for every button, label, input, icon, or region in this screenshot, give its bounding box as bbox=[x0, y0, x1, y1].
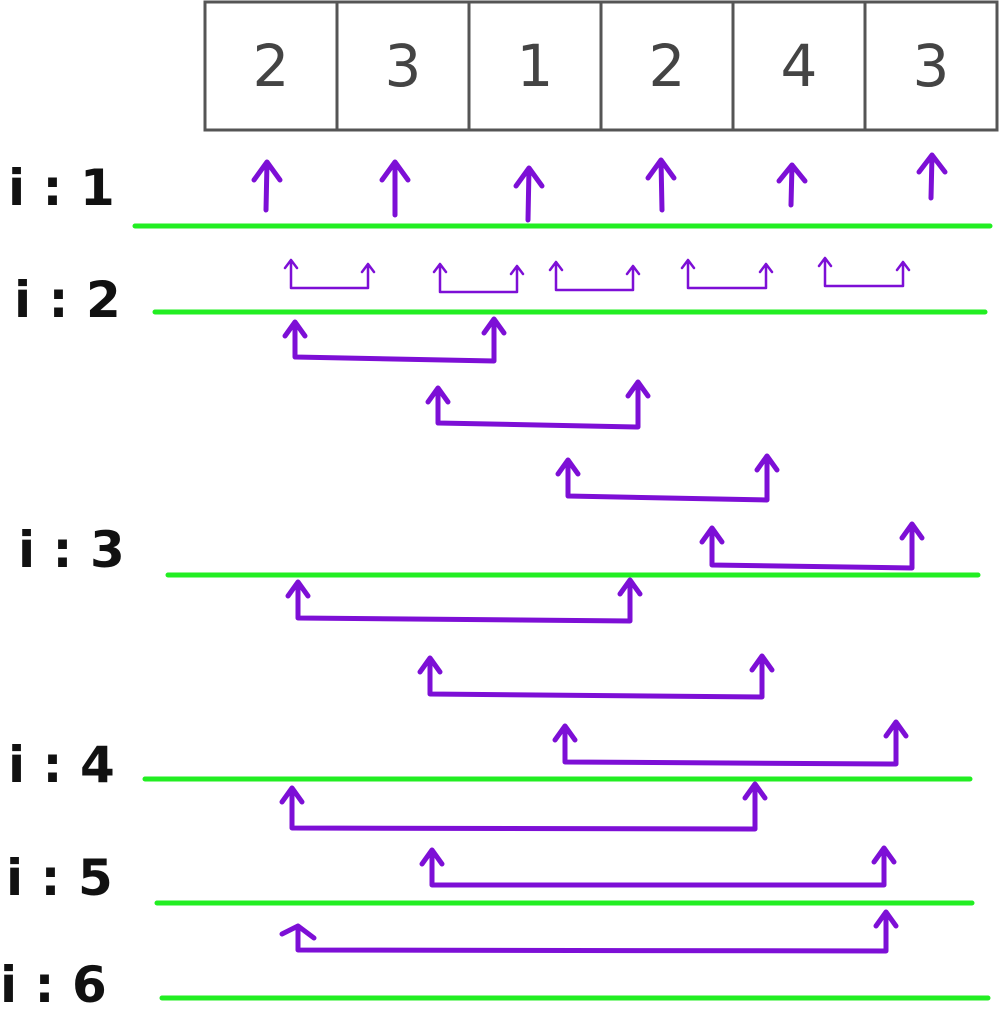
level-2-brackets bbox=[282, 316, 925, 571]
bracket-arrow-icon bbox=[699, 521, 925, 571]
row-label-i-3: i : 3 bbox=[18, 521, 125, 579]
up-arrow-icon bbox=[645, 157, 677, 213]
up-arrow-icon bbox=[379, 159, 411, 218]
array-cell-value: 2 bbox=[649, 32, 686, 100]
array-cell-value: 1 bbox=[517, 32, 554, 100]
array-cell: 3 bbox=[335, 0, 471, 132]
array-cell-value: 3 bbox=[385, 32, 422, 100]
level-1-arrows bbox=[251, 152, 948, 223]
bracket-arrow-icon bbox=[555, 453, 780, 503]
up-arrow-icon bbox=[513, 165, 545, 223]
bracket-arrow-icon bbox=[279, 781, 768, 832]
row-label-i-4: i : 4 bbox=[8, 736, 115, 794]
bracket-arrow-icon bbox=[419, 845, 897, 888]
bracket-arrow-icon bbox=[552, 719, 909, 767]
level-3-brackets bbox=[285, 577, 909, 767]
array-cell: 1 bbox=[467, 0, 603, 132]
row-label-i-2: i : 2 bbox=[14, 271, 121, 329]
array-cell: 3 bbox=[863, 0, 999, 132]
bracket-arrow-icon bbox=[283, 258, 376, 290]
level-5-brackets bbox=[279, 909, 899, 954]
up-arrow-icon bbox=[916, 152, 948, 201]
array-cell: 2 bbox=[203, 0, 339, 132]
array-cell: 2 bbox=[599, 0, 735, 132]
array-cell: 4 bbox=[731, 0, 867, 132]
array-cell-value: 3 bbox=[913, 32, 950, 100]
row-label-i-6: i : 6 bbox=[0, 956, 107, 1010]
bracket-arrow-icon bbox=[817, 256, 911, 288]
array-cell-value: 2 bbox=[253, 32, 290, 100]
bracket-arrow-icon bbox=[285, 577, 643, 624]
bracket-arrow-icon bbox=[680, 258, 774, 290]
level-lines bbox=[132, 223, 993, 1001]
bracket-arrow-icon bbox=[548, 260, 641, 292]
bracket-arrow-icon bbox=[279, 909, 899, 954]
row-labels: i : 1 i : 2 i : 3 i : 4 i : 5 i : 6 bbox=[0, 159, 125, 1010]
bracket-arrow-icon bbox=[417, 653, 775, 700]
bracket-arrow-icon bbox=[432, 262, 525, 294]
array-cell-value: 4 bbox=[781, 32, 818, 100]
bracket-arrow-icon bbox=[425, 379, 651, 430]
array-boxes: 2 3 1 2 4 3 bbox=[203, 0, 999, 132]
row-label-i-5: i : 5 bbox=[6, 849, 113, 907]
level-4-brackets bbox=[279, 781, 897, 888]
level-2-pair-brackets bbox=[283, 256, 911, 294]
bracket-arrow-icon bbox=[282, 316, 507, 364]
row-label-i-1: i : 1 bbox=[8, 159, 115, 217]
up-arrow-icon bbox=[776, 162, 808, 208]
up-arrow-icon bbox=[251, 159, 283, 213]
